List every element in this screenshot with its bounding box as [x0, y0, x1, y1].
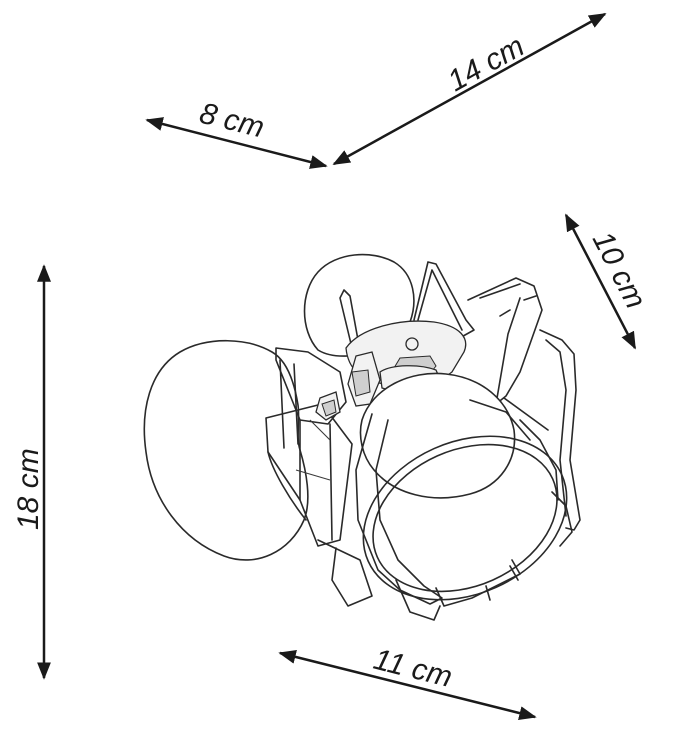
bulb-front	[359, 372, 516, 499]
cage-top	[339, 261, 581, 531]
cage-front	[355, 397, 573, 621]
dimension-arrow-width-bottom	[278, 650, 537, 720]
dimension-label-width-top: 14 cm	[442, 30, 529, 98]
socket-holder	[315, 320, 467, 421]
dimension-label-depth: 8 cm	[196, 97, 267, 145]
dimension-height: 18 cm	[12, 264, 51, 680]
lamp-illustration	[143, 253, 581, 621]
dimension-lamp-diameter: 10 cm	[564, 213, 652, 350]
dimension-label-height: 18 cm	[12, 448, 45, 530]
dimension-arrow-depth	[145, 117, 328, 169]
dimension-arrow-diameter	[564, 213, 637, 350]
dimension-arrow-width-top	[332, 12, 607, 166]
bulb-left	[143, 339, 309, 561]
dimension-width-top: 14 cm	[332, 12, 607, 166]
dimension-depth-front: 8 cm	[145, 97, 328, 169]
dimension-width-bottom: 11 cm	[278, 643, 537, 720]
